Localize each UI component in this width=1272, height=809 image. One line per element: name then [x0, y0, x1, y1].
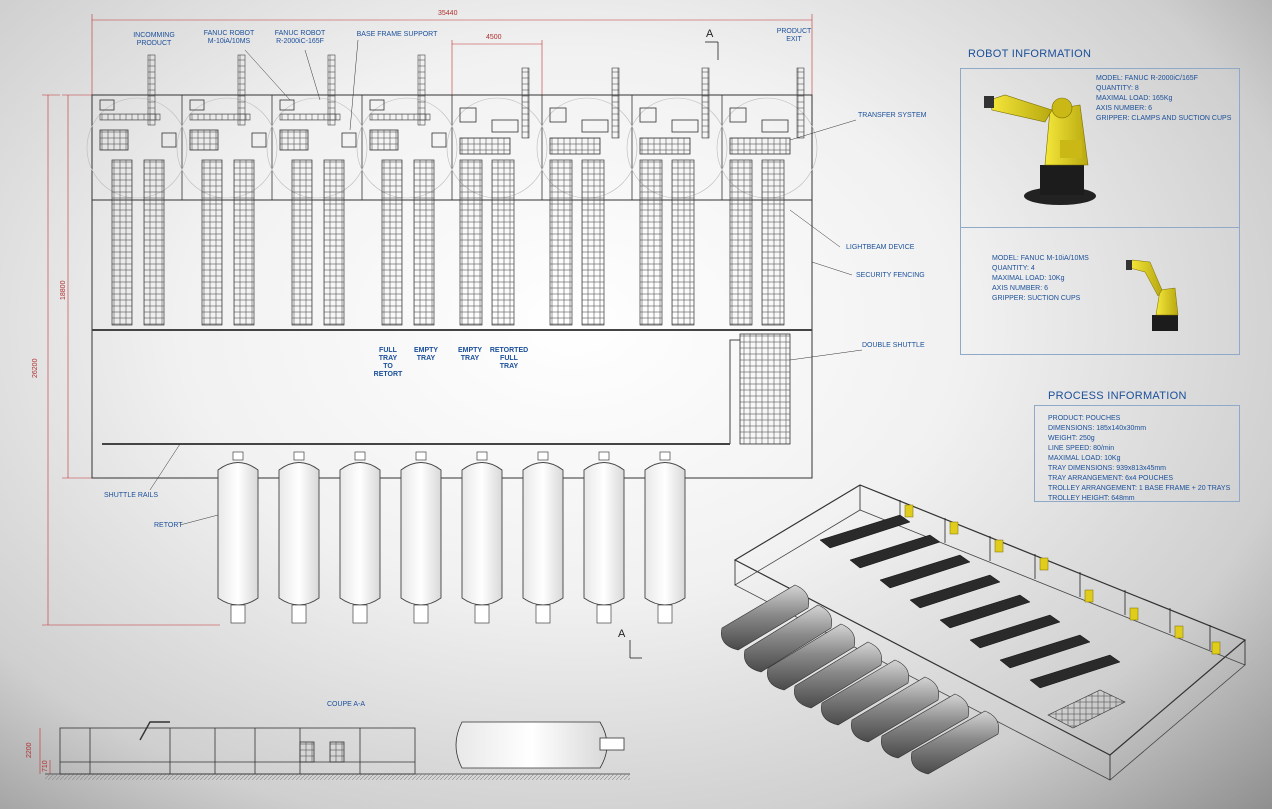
top-conveyors: [99, 54, 805, 139]
robot-small-illustration: [1126, 259, 1179, 331]
section-markers: [629, 41, 719, 659]
double-shuttle: [739, 333, 791, 445]
process-product: PRODUCT: POUCHES: [1048, 415, 1121, 422]
dim-height-total: 26200: [32, 358, 39, 378]
isometric-retorts: [721, 584, 999, 775]
label-base-frame-support: BASE FRAME SUPPORT: [356, 31, 438, 38]
process-tray-arrangement: TRAY ARRANGEMENT: 6x4 POUCHES: [1048, 475, 1173, 482]
process-info-box: [1034, 405, 1240, 502]
leader-lines: [149, 39, 863, 526]
robot1-model: MODEL: FANUC R-2000iC/165F: [1096, 75, 1198, 82]
robot1-load: MAXIMAL LOAD: 165Kg: [1096, 95, 1173, 102]
dim-section-height: 2200: [26, 742, 33, 758]
robot1-specs: MODEL: FANUC R-2000iC/165F QUANTITY: 8 M…: [1096, 74, 1231, 124]
robot2-quantity: QUANTITY: 4: [992, 265, 1035, 272]
retort-nozzles: [230, 451, 673, 624]
section-view-title: COUPE A-A: [326, 701, 366, 708]
retorts-plan: [217, 462, 686, 606]
label-product-exit: PRODUCT EXIT: [776, 28, 812, 43]
process-tray-dimensions: TRAY DIMENSIONS: 939x813x45mm: [1048, 465, 1167, 472]
robot2-load: MAXIMAL LOAD: 10Kg: [992, 275, 1065, 282]
robot2-gripper: GRIPPER: SUCTION CUPS: [992, 295, 1081, 302]
robot-cells: [99, 99, 791, 155]
robot2-specs: MODEL: FANUC M-10iA/10MS QUANTITY: 4 MAX…: [992, 254, 1089, 304]
dim-height-inner: 18800: [60, 280, 67, 300]
process-trolley-height: TROLLEY HEIGHT: 648mm: [1048, 495, 1135, 502]
isometric-robots: [904, 504, 1221, 655]
process-line-speed: LINE SPEED: 80/min: [1048, 445, 1115, 452]
robot-reach-circles: [86, 97, 818, 199]
label-security-fencing: SECURITY FENCING: [856, 272, 925, 279]
label-retort: RETORT: [154, 522, 183, 529]
section-marker-top: A: [706, 28, 714, 40]
dim-section-base: 710: [42, 760, 49, 772]
label-empty-tray-1: EMPTY TRAY: [413, 347, 439, 362]
process-dimensions: DIMENSIONS: 185x140x30mm: [1048, 425, 1147, 432]
section-dimension: [39, 728, 51, 774]
dim-module-width: 4500: [486, 34, 502, 41]
trolley-lanes: [111, 159, 785, 326]
robot-large-illustration: [984, 94, 1096, 205]
isometric-shuttle: [1047, 689, 1126, 729]
robot-info-box-2: [960, 227, 1240, 355]
label-lightbeam-device: LIGHTBEAM DEVICE: [846, 244, 915, 251]
process-info-title: PROCESS INFORMATION: [1048, 390, 1187, 402]
label-fanuc-large: FANUC ROBOT R-2000iC-165F: [274, 30, 326, 45]
robot1-axis: AXIS NUMBER: 6: [1096, 105, 1153, 112]
label-full-tray: FULL TRAY TO RETORT: [373, 347, 403, 378]
process-trolley-arrangement: TROLLEY ARRANGEMENT: 1 BASE FRAME + 20 T…: [1048, 485, 1231, 492]
label-incoming-product: INCOMMING PRODUCT: [133, 32, 175, 47]
robot-info-title: ROBOT INFORMATION: [968, 48, 1092, 60]
label-retorted-tray: RETORTED FULL TRAY: [489, 347, 529, 370]
label-empty-tray-2: EMPTY TRAY: [457, 347, 483, 362]
label-shuttle-rails: SHUTTLE RAILS: [104, 492, 159, 499]
isometric-trolleys: [819, 514, 1121, 689]
robot2-model: MODEL: FANUC M-10iA/10MS: [992, 255, 1089, 262]
process-weight: WEIGHT: 250g: [1048, 435, 1095, 442]
robot1-quantity: QUANTITY: 8: [1096, 85, 1139, 92]
label-transfer-system: TRANSFER SYSTEM: [858, 112, 927, 119]
section-view-aa: [45, 721, 630, 780]
process-max-load: MAXIMAL LOAD: 10Kg: [1048, 455, 1121, 462]
process-specs: PRODUCT: POUCHES DIMENSIONS: 185x140x30m…: [1048, 414, 1230, 504]
robot1-gripper: GRIPPER: CLAMPS AND SUCTION CUPS: [1096, 115, 1232, 122]
label-fanuc-small: FANUC ROBOT M-10iA/10MS: [203, 30, 255, 45]
label-double-shuttle: DOUBLE SHUTTLE: [862, 342, 925, 349]
section-marker-bottom: A: [618, 628, 626, 640]
dimension-lines: [42, 14, 813, 626]
robot2-axis: AXIS NUMBER: 6: [992, 285, 1049, 292]
dim-total-length: 35440: [438, 10, 458, 17]
module-separators: [181, 95, 723, 200]
